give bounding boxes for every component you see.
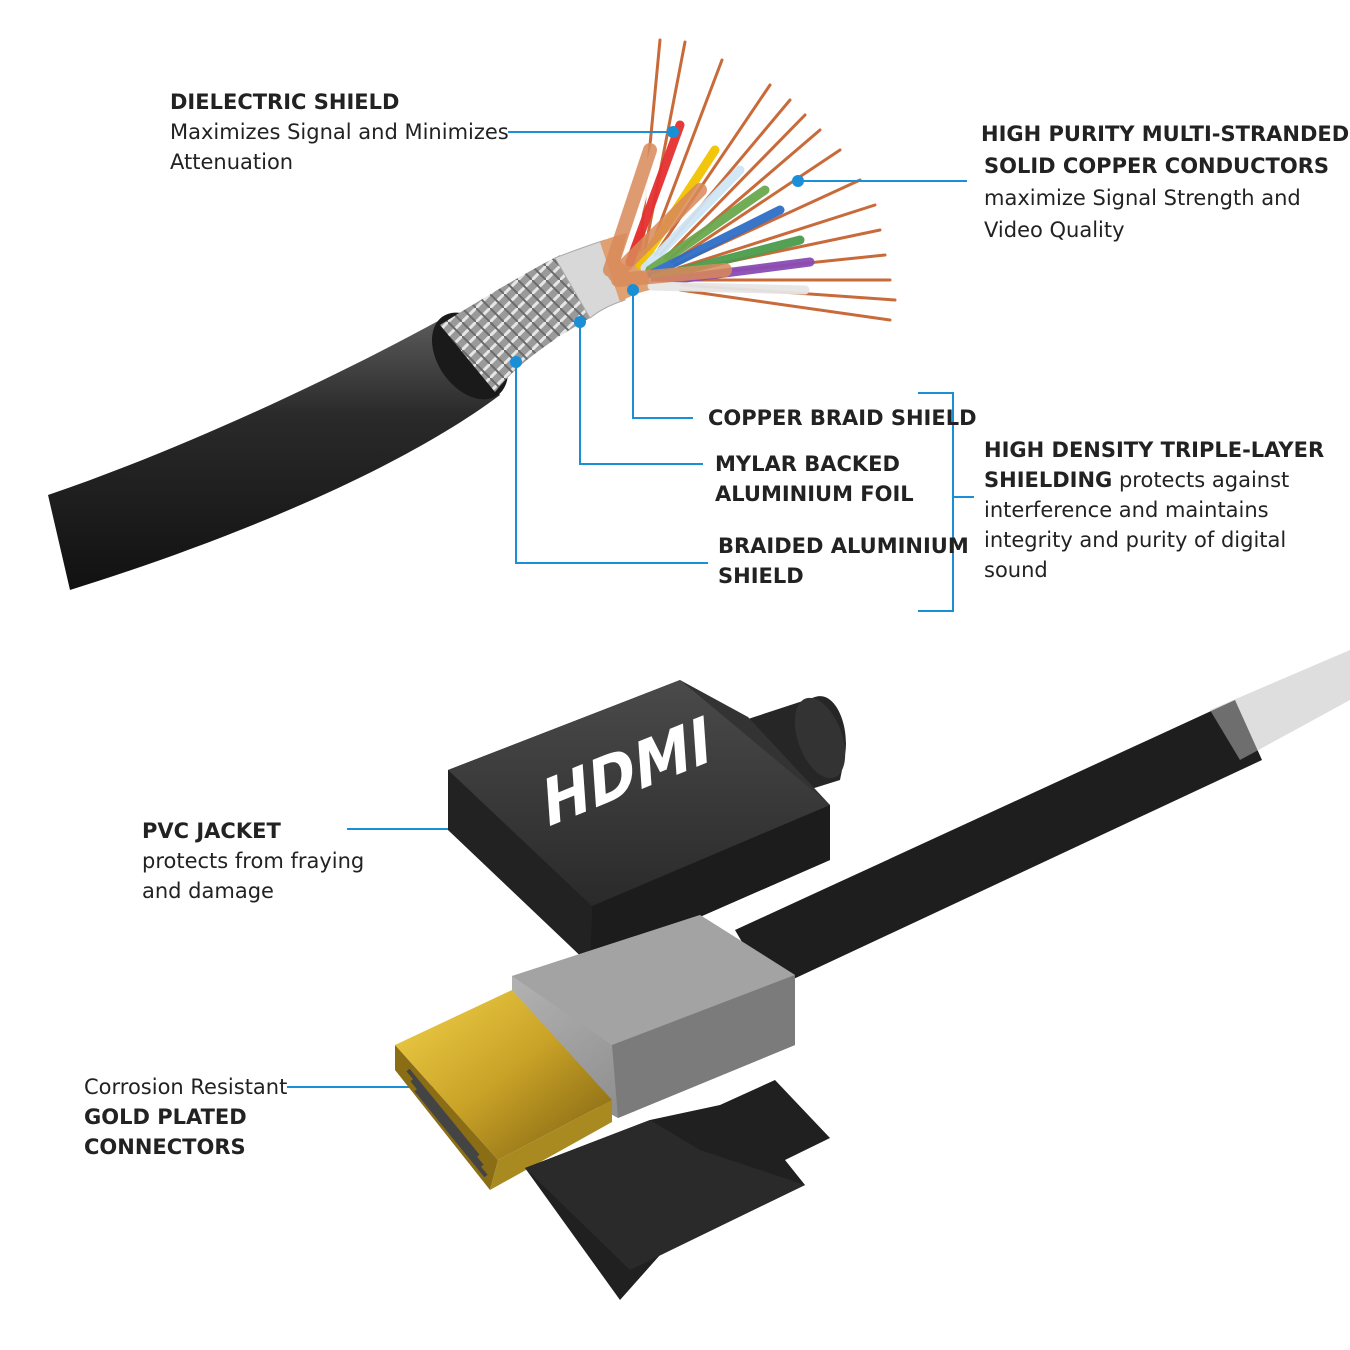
dielectric-title: DIELECTRIC SHIELD [170,90,400,114]
triple-title2-bold: SHIELDING [984,468,1113,492]
dielectric-line2: Attenuation [170,150,294,174]
pvc-jacket-cap [448,680,830,965]
gold-line1: Corrosion Resistant [84,1075,288,1099]
label-copper-conductors: HIGH PURITY MULTI-STRANDED SOLID COPPER … [981,118,1349,246]
conductors-title1: HIGH PURITY MULTI-STRANDED [981,122,1350,146]
triple-title2-line: SHIELDING protects against [984,465,1324,495]
pvc-line2: and damage [142,879,274,903]
triple-title2-rest: protects against [1112,468,1290,492]
braided-aluminium-shield [440,255,595,392]
conductor-wires [603,38,897,322]
label-dielectric-shield: DIELECTRIC SHIELD Maximizes Signal and M… [170,87,509,177]
braided-title1: BRAIDED ALUMINIUM [718,534,969,558]
callout-lines [287,131,974,1088]
dielectric-line1: Maximizes Signal and Minimizes [170,120,509,144]
pvc-title: PVC JACKET [142,819,281,843]
triple-line1: interference and maintains [984,498,1269,522]
label-gold-connectors: Corrosion Resistant GOLD PLATED CONNECTO… [84,1072,287,1162]
mylar-title1: MYLAR BACKED [715,452,900,476]
metal-housing [512,915,795,1118]
label-mylar-foil: MYLAR BACKED ALUMINIUM FOIL [715,449,914,509]
label-pvc-jacket: PVC JACKET protects from fraying and dam… [142,816,364,906]
bottom-housing [525,1080,830,1300]
gold-plated-plug [395,990,612,1190]
triple-line3: sound [984,558,1048,582]
conductors-line2: Video Quality [984,218,1125,242]
triple-title1: HIGH DENSITY TRIPLE-LAYER [984,438,1325,462]
pvc-line1: protects from fraying [142,849,365,873]
gold-title2: CONNECTORS [84,1135,246,1159]
cable-jacket [48,312,509,590]
label-copper-braid-shield: COPPER BRAID SHIELD [708,403,977,433]
gold-title1: GOLD PLATED [84,1105,247,1129]
hdmi-cable [735,650,1350,990]
mylar-title2: ALUMINIUM FOIL [715,482,914,506]
conductors-line1: maximize Signal Strength and [984,186,1301,210]
triple-line2: integrity and purity of digital [984,528,1287,552]
copper-braid-title: COPPER BRAID SHIELD [708,406,977,430]
braided-title2: SHIELD [718,564,804,588]
label-triple-layer: HIGH DENSITY TRIPLE-LAYER SHIELDING prot… [984,435,1324,585]
conductors-title2: SOLID COPPER CONDUCTORS [984,154,1329,178]
label-braided-aluminium: BRAIDED ALUMINIUM SHIELD [718,531,969,591]
